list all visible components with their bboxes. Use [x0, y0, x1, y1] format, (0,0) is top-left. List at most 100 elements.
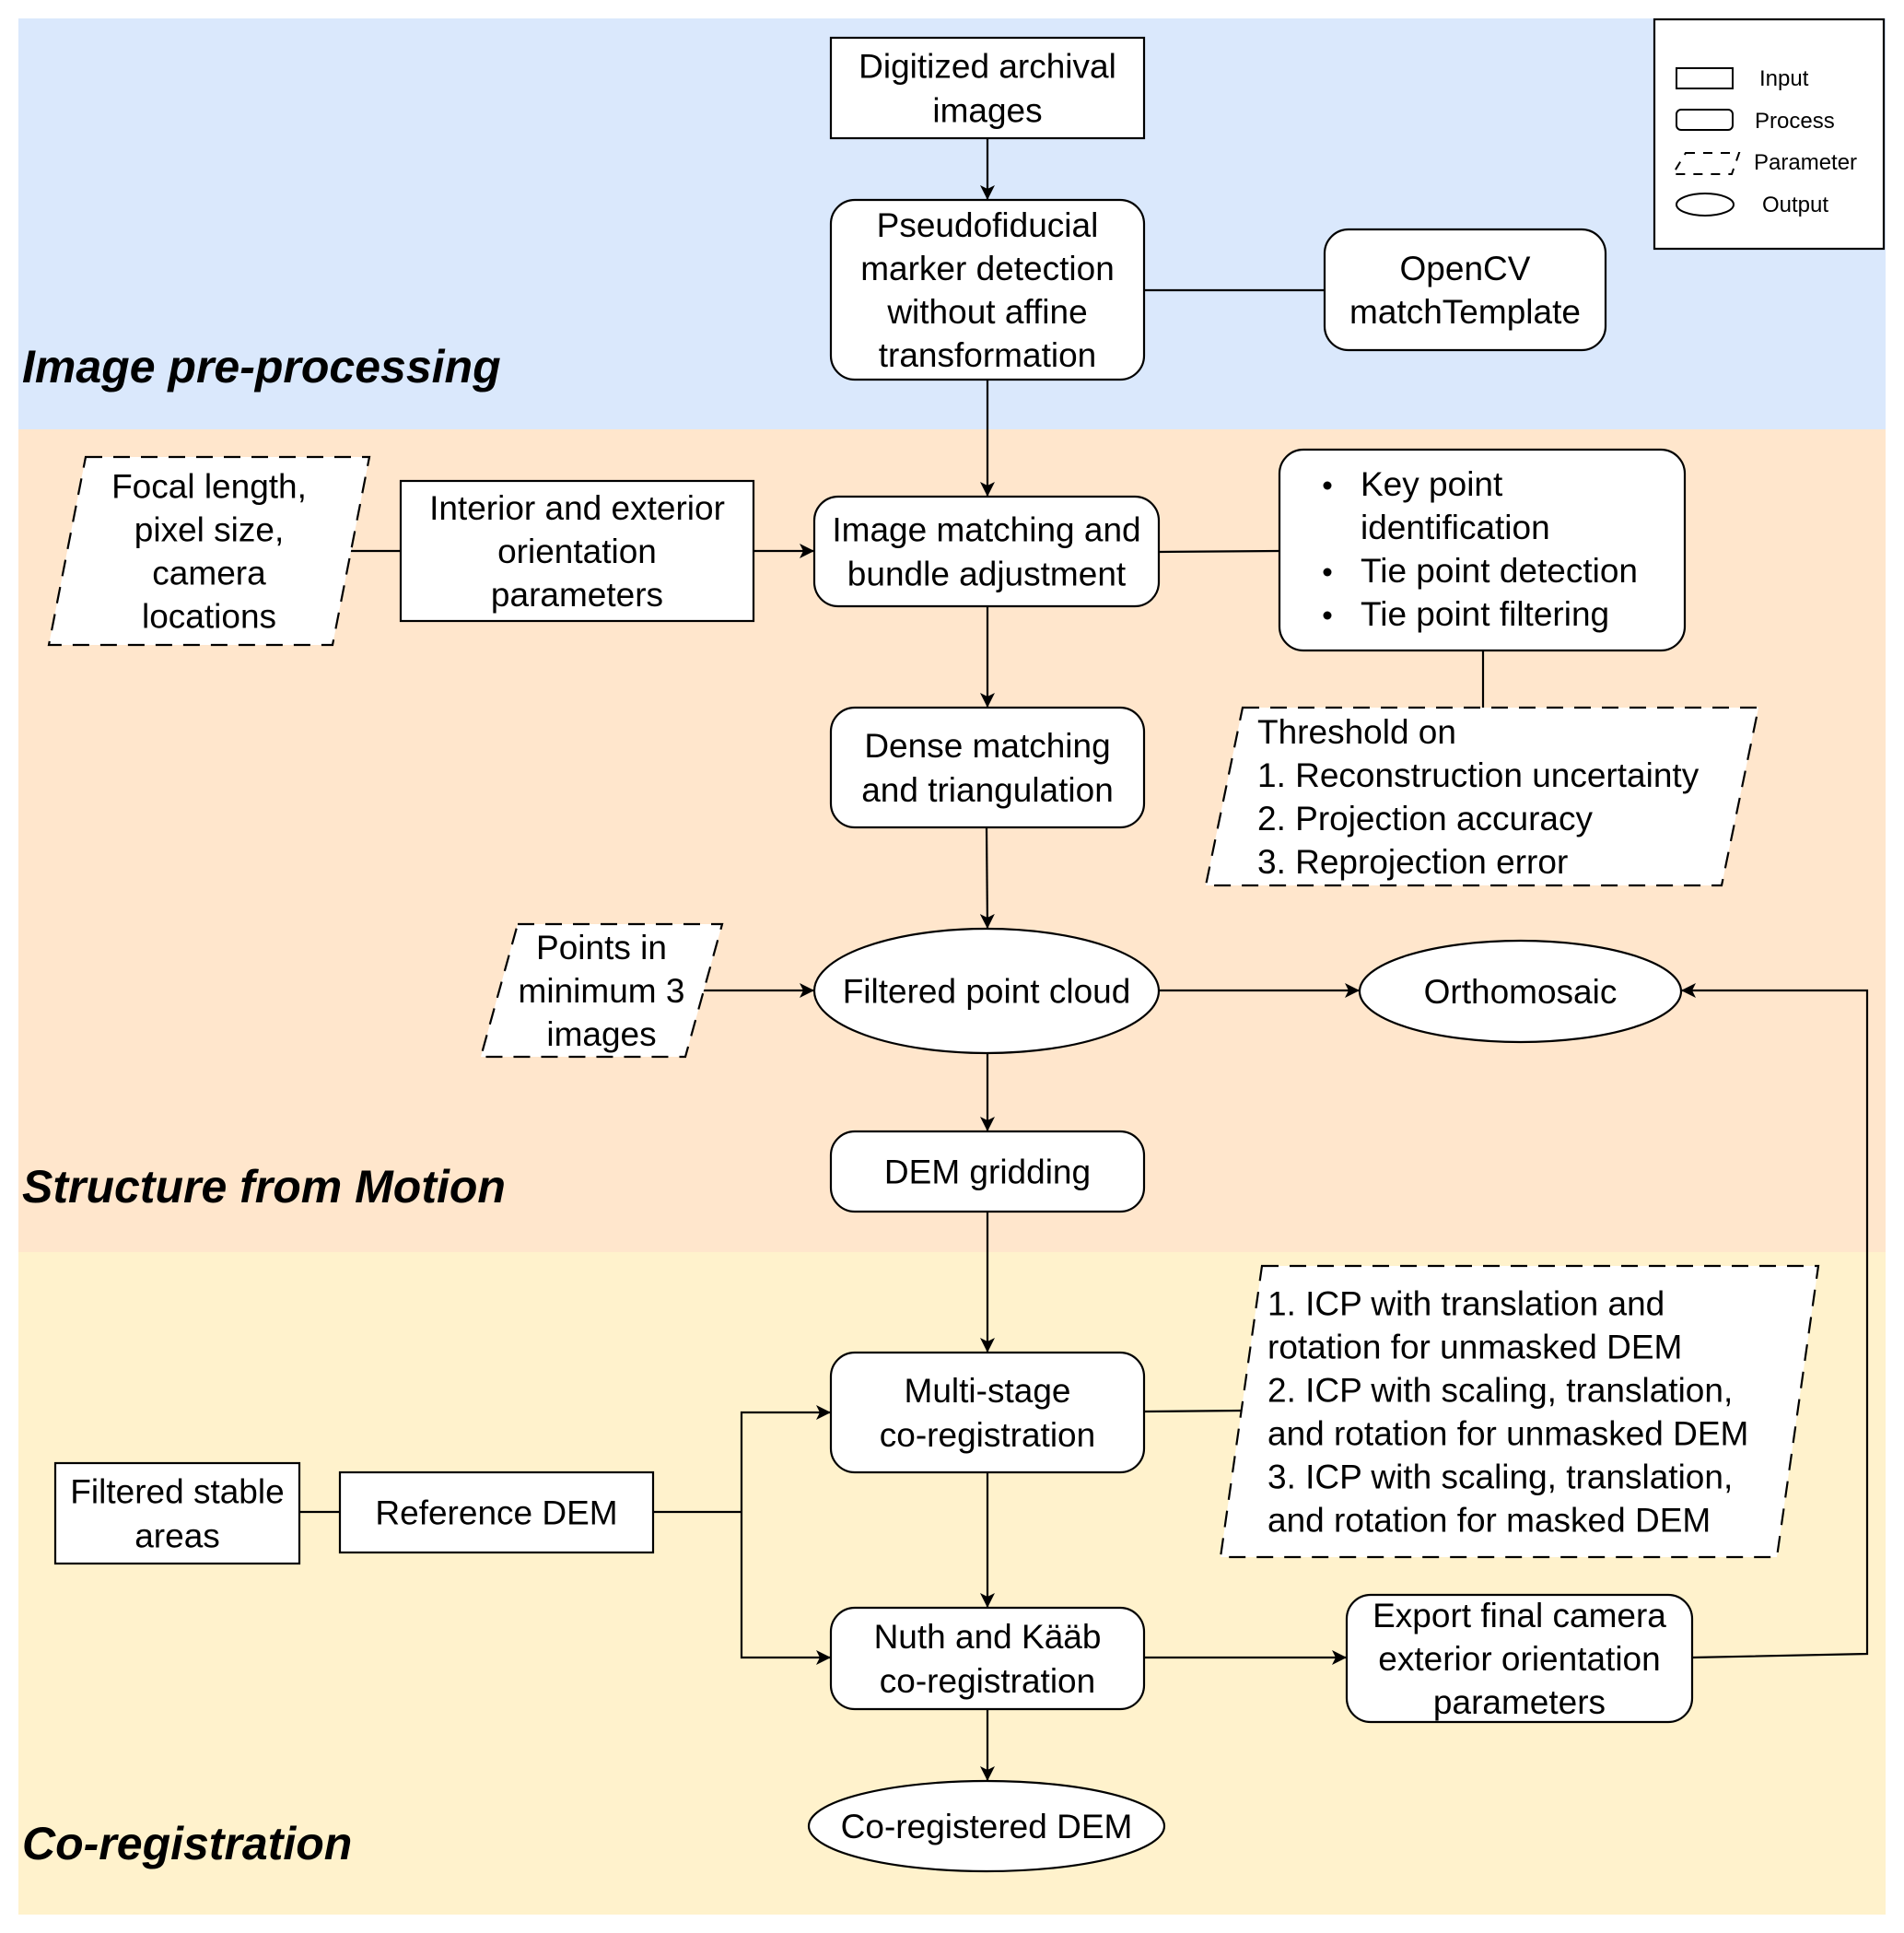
node-label-line: DEM gridding: [884, 1154, 1091, 1191]
node-label-line: bundle adjustment: [847, 556, 1127, 593]
process-shape: [829, 706, 1146, 829]
node-digitized[interactable]: Digitized archival images: [829, 36, 1146, 140]
legend-process-icon: [1676, 109, 1734, 131]
node-label-line: 3. ICP with scaling, translation,: [1267, 1459, 1733, 1496]
process-shape: [829, 1351, 1146, 1474]
legend-input-label: Input: [1759, 66, 1809, 91]
node-label-line: Filtered point cloud: [843, 973, 1131, 1011]
node-label-line: images: [932, 92, 1042, 130]
node-label-line: transformation: [879, 336, 1097, 374]
node-label-line: Orthomosaic: [1424, 973, 1618, 1011]
node-dem-gridding[interactable]: DEM gridding: [829, 1130, 1146, 1213]
node-label-line: Reference DEM: [375, 1494, 617, 1532]
node-label-line: Dense matching: [864, 727, 1110, 765]
node-label-line: locations: [142, 598, 276, 636]
process-shape: [1345, 1593, 1694, 1724]
node-export[interactable]: Export final camera exterior orientation p…: [1345, 1593, 1694, 1724]
node-label-line: Export final camera: [1373, 1597, 1666, 1634]
edge-reference-to-nuth: [740, 1512, 831, 1665]
legend-input-icon: [1676, 67, 1734, 89]
node-label-line: marker detection: [860, 250, 1115, 287]
node-reference[interactable]: Reference DEM: [338, 1470, 655, 1554]
input-shape: [829, 36, 1146, 140]
node-multistage[interactable]: Multi-stage co-registration: [829, 1351, 1146, 1474]
section-title-sfm: Structure from Motion: [22, 1161, 506, 1213]
edge-matching-bullets: [1158, 549, 1280, 554]
node-filtered-cloud[interactable]: Filtered point cloud: [812, 927, 1161, 1055]
parameter-shape: [1204, 706, 1760, 887]
bullet-icon: [1323, 481, 1332, 490]
node-label-line: Points in: [536, 929, 667, 966]
section-title-preprocessing: Image pre-processing: [22, 341, 501, 392]
node-label-line: 1. Reconstruction uncertainty: [1257, 756, 1700, 794]
node-label-line: Threshold on: [1257, 713, 1456, 751]
node-label-line: areas: [134, 1517, 220, 1555]
node-label-line: parameters: [491, 576, 663, 614]
output-shape: [1358, 939, 1683, 1044]
node-list-item: identification: [1361, 509, 1550, 546]
bullet-icon: [1323, 611, 1332, 620]
node-label-line: parameters: [1433, 1683, 1606, 1721]
node-orthomosaic[interactable]: Orthomosaic: [1358, 939, 1683, 1044]
legend-parameter-label: Parameter: [1754, 150, 1857, 175]
node-label-line: 3. Reprojection error: [1257, 843, 1568, 881]
node-label-line: Multi-stage: [905, 1372, 1071, 1410]
input-shape: [338, 1470, 655, 1554]
process-shape: [812, 495, 1161, 608]
legend-process-label: Process: [1755, 109, 1835, 134]
parameter-shape: [1219, 1264, 1820, 1559]
node-label-line: Filtered stable: [70, 1473, 284, 1511]
node-label-line: co-registration: [880, 1416, 1095, 1454]
node-label-line: Focal length,: [111, 468, 307, 506]
edge-export-to-orthomosaic: [1681, 983, 1869, 1659]
node-label-line: Digitized archival: [859, 48, 1116, 86]
node-label-line: orientation: [497, 533, 657, 570]
process-shape: [1278, 448, 1687, 652]
node-interior[interactable]: Interior and exterior orientation paramete…: [399, 479, 755, 623]
node-coregistered[interactable]: Co-registered DEM: [807, 1779, 1166, 1873]
node-threshold[interactable]: Threshold on 1. Reconstruction uncertaint…: [1204, 706, 1760, 887]
node-matching[interactable]: Image matching and bundle adjustment: [812, 495, 1161, 608]
process-shape: [829, 198, 1146, 381]
node-label-line: rotation for unmasked DEM: [1267, 1329, 1682, 1366]
parameter-shape: [479, 922, 724, 1059]
node-label-line: and rotation for masked DEM: [1267, 1502, 1711, 1540]
node-label-line: pixel size,: [134, 511, 284, 549]
legend-output-icon: [1676, 193, 1735, 217]
input-shape: [53, 1461, 301, 1565]
output-shape: [812, 927, 1161, 1055]
bullet-icon: [1323, 568, 1332, 577]
node-label-line: and rotation for unmasked DEM: [1267, 1415, 1748, 1453]
node-dense[interactable]: Dense matching and triangulation: [829, 706, 1146, 829]
input-shape: [399, 479, 755, 623]
legend: Input Process Parameter Output: [1653, 18, 1886, 251]
process-shape: [829, 1606, 1146, 1711]
edge-multistage-icp: [1143, 1409, 1244, 1413]
node-stable[interactable]: Filtered stable areas: [53, 1461, 301, 1565]
process-shape: [1323, 228, 1607, 352]
edges: [299, 138, 1869, 1781]
edge-reference-to-multistage: [740, 1405, 831, 1512]
output-shape: [807, 1779, 1166, 1873]
node-list-item: Tie point filtering: [1361, 595, 1609, 633]
node-label-line: Pseudofiducial: [877, 206, 1099, 244]
parameter-shape: [47, 455, 371, 647]
node-label-line: minimum 3: [519, 972, 685, 1010]
node-label-line: Interior and exterior: [429, 489, 725, 527]
node-list-item: Tie point detection: [1361, 552, 1638, 590]
node-points[interactable]: Points in minimum 3 images: [479, 922, 724, 1059]
node-label-line: exterior orientation: [1378, 1640, 1660, 1678]
section-title-coregistration: Co-registration: [22, 1818, 352, 1869]
node-label-line: and triangulation: [861, 771, 1114, 809]
node-label-line: images: [546, 1015, 656, 1053]
node-label-line: matchTemplate: [1349, 293, 1581, 331]
node-label-line: Image matching and: [832, 511, 1140, 549]
node-label-line: 2. Projection accuracy: [1257, 800, 1594, 838]
